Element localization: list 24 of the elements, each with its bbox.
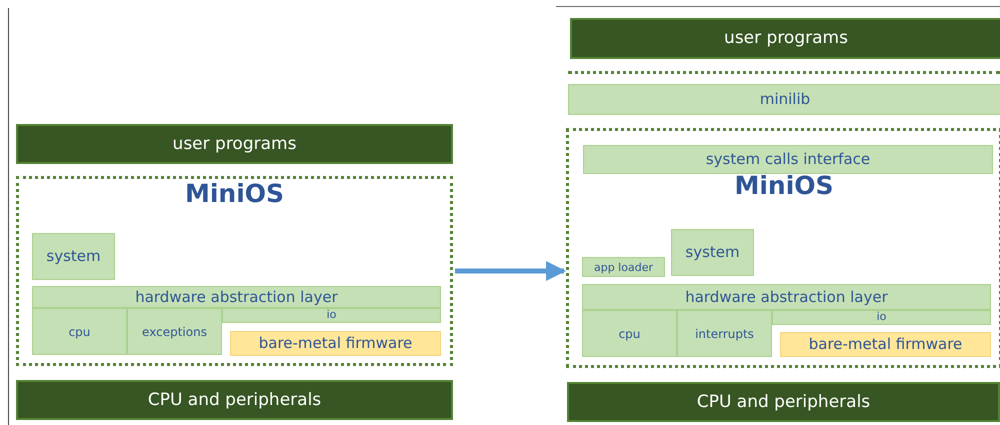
dotted-container	[16, 176, 453, 366]
module-box: minilib	[568, 84, 1000, 115]
arrow	[455, 261, 566, 281]
module-box: system	[32, 233, 115, 280]
module-box: app loader	[582, 257, 665, 277]
title-text: MiniOS	[733, 171, 835, 200]
module-box: hardware abstraction layer	[582, 284, 991, 310]
module-box: hardware abstraction layer	[32, 286, 441, 308]
module-box: exceptions	[127, 308, 222, 355]
dotted-container	[566, 128, 1000, 368]
layer-bar: CPU and peripherals	[567, 382, 1000, 422]
module-box: interrupts	[677, 310, 772, 357]
module-box: io	[222, 308, 441, 323]
module-box: cpu	[582, 310, 677, 357]
title-text: MiniOS	[184, 179, 286, 208]
module-box: io	[772, 310, 991, 325]
module-box: system calls interface	[583, 145, 993, 174]
firmware-box: bare-metal firmware	[780, 332, 991, 357]
module-box: cpu	[32, 308, 127, 355]
layer-bar: user programs	[570, 18, 1000, 59]
module-box: system	[671, 229, 754, 276]
layer-bar: CPU and peripherals	[16, 380, 453, 420]
layer-bar: user programs	[16, 124, 453, 164]
firmware-box: bare-metal firmware	[230, 331, 441, 356]
